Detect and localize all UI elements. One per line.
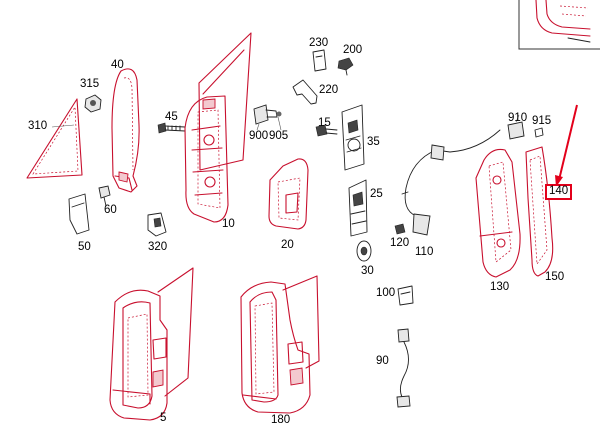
part-10-housing	[184, 32, 252, 223]
part-100-pad	[397, 285, 414, 306]
part-320-clip	[147, 212, 167, 237]
part-910-915-connector	[507, 114, 544, 140]
callout-910: 910	[508, 112, 528, 124]
part-25-motor	[348, 179, 368, 237]
part-180-mirror-assembly	[240, 275, 320, 414]
callout-15: 15	[318, 117, 331, 129]
part-30-disc	[356, 240, 372, 262]
callout-5: 5	[160, 412, 167, 424]
part-40-arm-cover	[111, 68, 140, 193]
callout-150: 150	[545, 271, 565, 283]
callout-35: 35	[367, 136, 380, 148]
part-200-screw	[337, 57, 354, 76]
callout-60: 60	[104, 204, 117, 216]
part-130-glass-holder	[475, 148, 521, 278]
part-45-bolt	[157, 122, 186, 134]
callout-310: 310	[28, 120, 48, 132]
callout-90: 90	[376, 355, 389, 367]
callout-40: 40	[111, 59, 124, 71]
callout-315: 315	[80, 78, 100, 90]
part-15-screw	[315, 124, 338, 137]
callout-915: 915	[532, 115, 552, 127]
part-60-screw	[98, 185, 111, 207]
part-900-905-connector	[253, 104, 282, 131]
part-110-wiring	[401, 129, 501, 236]
callout-180: 180	[271, 414, 291, 426]
part-5-mirror-assembly	[109, 267, 194, 421]
callout-30: 30	[361, 265, 374, 277]
highlight-arrow	[558, 104, 578, 181]
callout-120: 120	[390, 237, 410, 249]
callout-130: 130	[490, 281, 510, 293]
callout-25: 25	[370, 188, 383, 200]
part-35-plate	[341, 104, 365, 171]
part-120-screw	[394, 223, 406, 235]
part-90-cable	[396, 328, 411, 408]
part-230-block	[312, 49, 327, 72]
callout-110: 110	[415, 246, 434, 258]
callout-20: 20	[281, 239, 294, 251]
part-310-triangle-cover	[26, 98, 83, 179]
callout-220: 220	[319, 84, 339, 96]
callout-320: 320	[148, 241, 168, 253]
part-220-bracket	[292, 79, 318, 105]
part-315-nut	[84, 94, 102, 113]
callout-10: 10	[222, 218, 235, 230]
callout-905: 905	[269, 130, 289, 142]
callout-100: 100	[376, 287, 396, 299]
inset-thumbnail	[518, 0, 600, 50]
part-140-150-glass	[525, 146, 554, 277]
callout-140-highlighted: 140	[545, 184, 573, 200]
callout-50: 50	[78, 241, 91, 253]
callout-900: 900	[249, 130, 269, 142]
callout-230: 230	[309, 37, 329, 49]
callout-45: 45	[165, 111, 178, 123]
part-20-cover	[268, 158, 309, 230]
callout-200: 200	[343, 44, 363, 56]
part-50-cap	[68, 193, 90, 235]
